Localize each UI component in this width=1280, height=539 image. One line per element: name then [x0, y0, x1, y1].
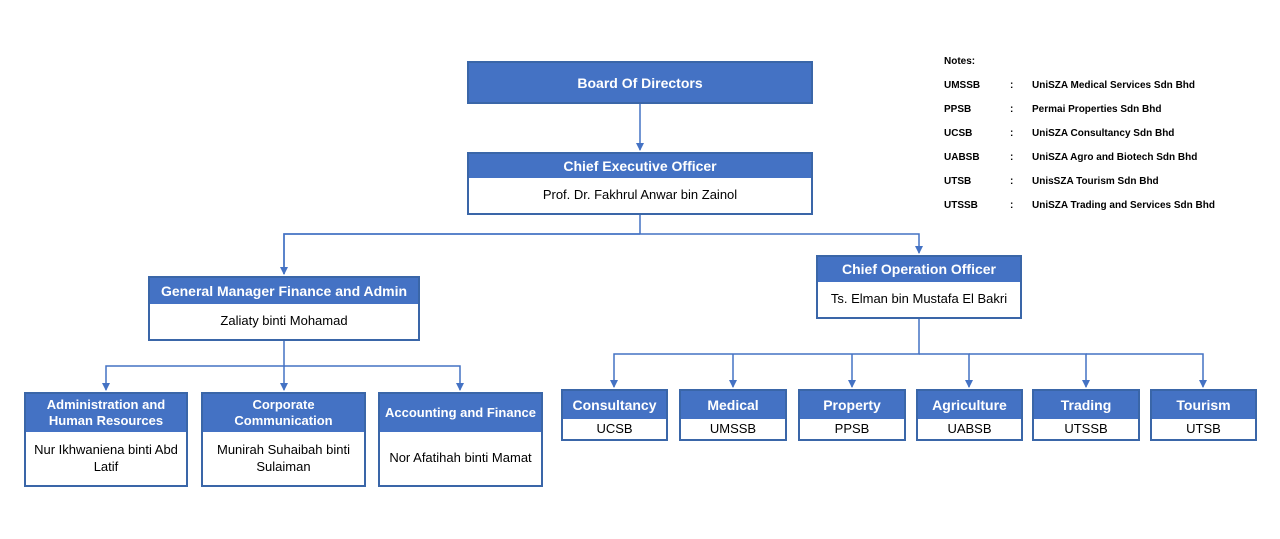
coo-unit-title: Property	[800, 391, 904, 419]
coo-unit-title: Medical	[681, 391, 785, 419]
note-abbr: UCSB	[944, 128, 973, 139]
note-separator: :	[1010, 128, 1014, 139]
note-separator: :	[1010, 200, 1014, 211]
coo-unit-consultancy: Consultancy UCSB	[561, 389, 668, 441]
note-abbr: UMSSB	[944, 80, 981, 91]
note-separator: :	[1010, 80, 1014, 91]
ceo-title: Chief Executive Officer	[469, 154, 811, 178]
coo-box: Chief Operation Officer Ts. Elman bin Mu…	[816, 255, 1022, 319]
gm-unit-title: Administration and Human Resources	[26, 394, 186, 432]
note-full-name: UnisSZA Tourism Sdn Bhd	[1032, 176, 1159, 187]
coo-unit-code: UCSB	[596, 420, 633, 436]
coo-name: Ts. Elman bin Mustafa El Bakri	[830, 291, 1008, 307]
gm-box: General Manager Finance and Admin Zaliat…	[148, 276, 420, 341]
ceo-name: Prof. Dr. Fakhrul Anwar bin Zainol	[542, 187, 738, 203]
note-separator: :	[1010, 104, 1014, 115]
ceo-box: Chief Executive Officer Prof. Dr. Fakhru…	[467, 152, 813, 215]
note-abbr: UTSB	[944, 176, 972, 187]
connector-ceo-gm	[280, 233, 640, 275]
note-full-name: UniSZA Trading and Services Sdn Bhd	[1032, 200, 1215, 211]
coo-unit-title: Consultancy	[563, 391, 666, 419]
connector-coo-agriculture	[919, 353, 973, 388]
gm-unit-title: Corporate Communication	[203, 394, 364, 432]
gm-unit-name: Munirah Suhaibah binti Sulaiman	[217, 442, 350, 474]
coo-unit-property: Property PPSB	[798, 389, 906, 441]
coo-unit-title: Trading	[1034, 391, 1138, 419]
coo-unit-code: UMSSB	[709, 420, 757, 436]
note-full-name: Permai Properties Sdn Bhd	[1032, 104, 1162, 115]
gm-unit-admin-hr: Administration and Human Resources Nur I…	[24, 392, 188, 487]
gm-unit-name: Nur Ikhwaniena binti Abd Latif	[34, 442, 178, 474]
coo-unit-agriculture: Agriculture UABSB	[916, 389, 1023, 441]
notes-title: Notes:	[944, 56, 976, 67]
gm-name: Zaliaty binti Mohamad	[220, 313, 348, 329]
connector-coo-tourism	[1086, 353, 1207, 388]
coo-unit-title: Agriculture	[918, 391, 1021, 419]
note-abbr: PPSB	[944, 104, 972, 115]
gm-unit-title: Accounting and Finance	[380, 394, 541, 432]
note-full-name: UniSZA Consultancy Sdn Bhd	[1032, 128, 1175, 139]
coo-unit-code: UABSB	[947, 420, 992, 436]
connector-gm-branch	[102, 340, 285, 391]
gm-unit-name: Nor Afatihah binti Mamat	[389, 450, 532, 466]
gm-title: General Manager Finance and Admin	[150, 278, 418, 304]
connector-coo-branch	[610, 318, 920, 388]
coo-unit-code: UTSB	[1186, 420, 1221, 436]
gm-unit-accounting-finance: Accounting and Finance Nor Afatihah bint…	[378, 392, 543, 487]
note-abbr: UTSSB	[944, 200, 978, 211]
coo-title: Chief Operation Officer	[818, 257, 1020, 282]
note-separator: :	[1010, 152, 1014, 163]
board-title: Board Of Directors	[577, 74, 703, 91]
note-full-name: UniSZA Medical Services Sdn Bhd	[1032, 80, 1196, 91]
gm-unit-corporate-communication: Corporate Communication Munirah Suhaibah…	[201, 392, 366, 487]
board-box: Board Of Directors	[467, 61, 813, 104]
connector-gm-acct	[284, 365, 464, 391]
note-separator: :	[1010, 176, 1014, 187]
coo-unit-medical: Medical UMSSB	[679, 389, 787, 441]
note-full-name: UniSZA Agro and Biotech Sdn Bhd	[1032, 152, 1198, 163]
coo-unit-code: UTSSB	[1064, 420, 1108, 436]
note-abbr: UABSB	[944, 152, 980, 163]
coo-unit-tourism: Tourism UTSB	[1150, 389, 1257, 441]
connector-coo-trading	[969, 353, 1090, 388]
coo-unit-code: PPSB	[834, 420, 870, 436]
coo-unit-trading: Trading UTSSB	[1032, 389, 1140, 441]
coo-unit-title: Tourism	[1152, 391, 1255, 419]
